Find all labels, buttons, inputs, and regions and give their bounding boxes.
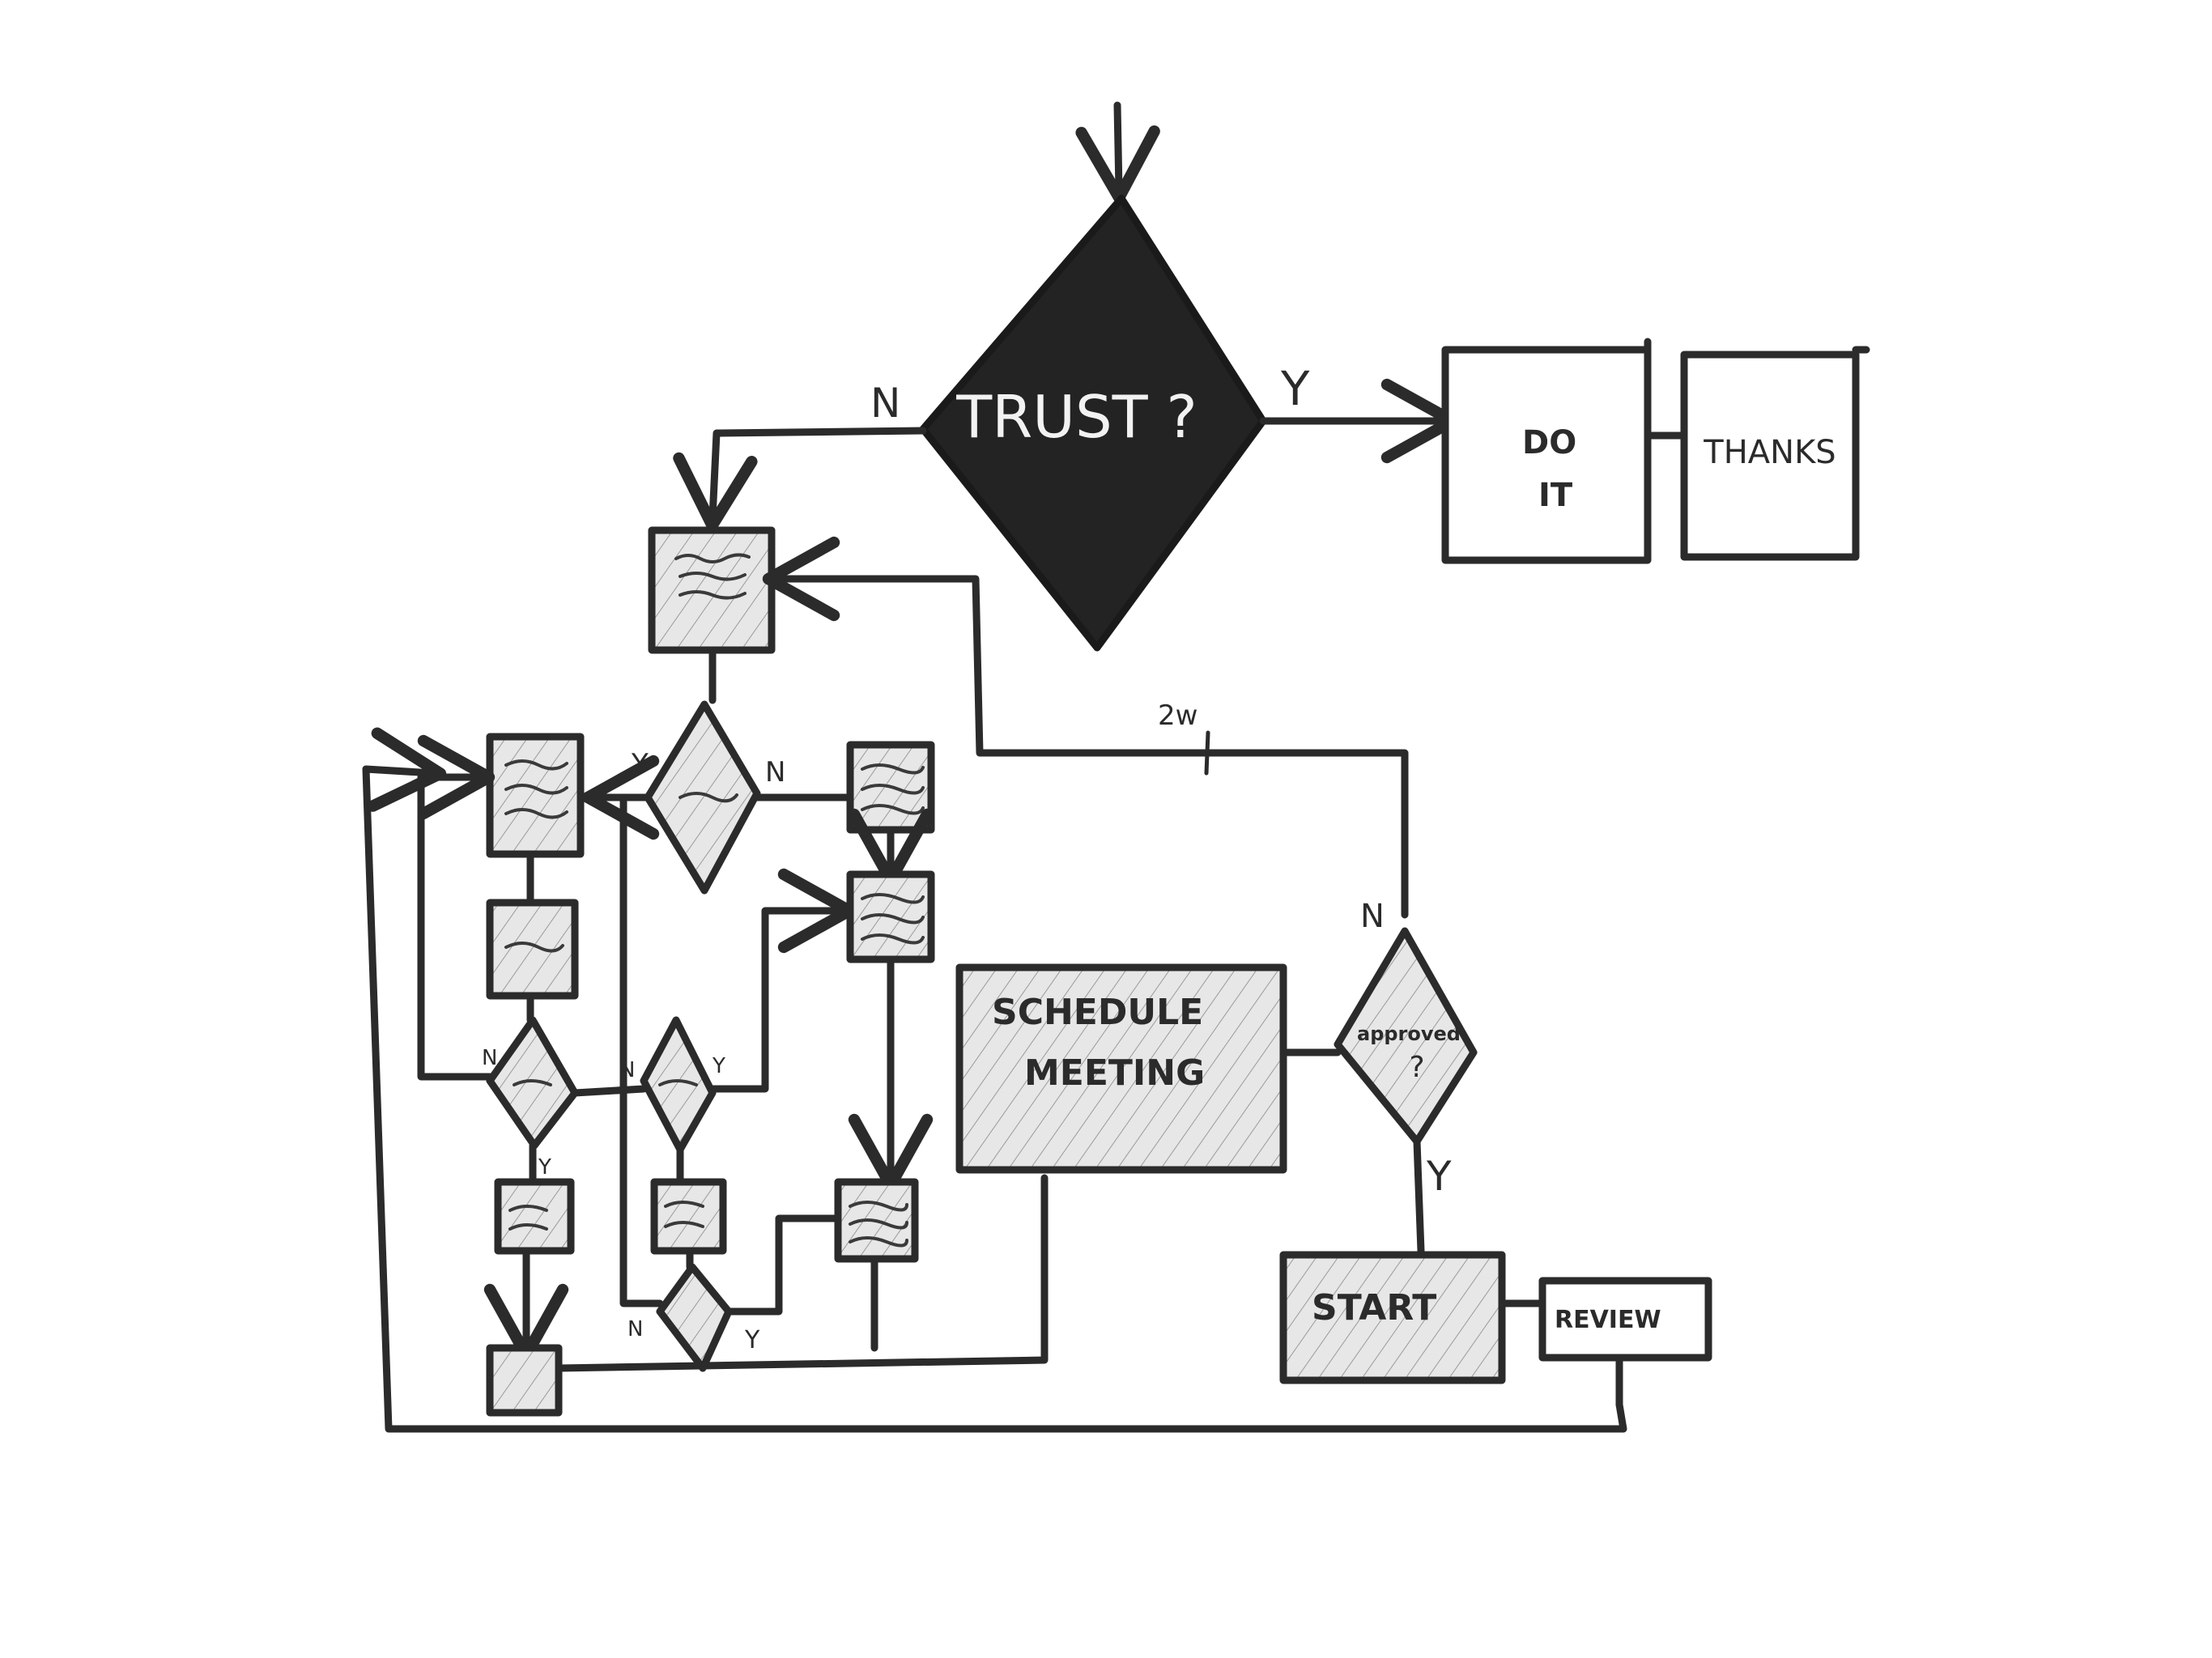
- schedule-line2: MEETING: [1024, 1052, 1205, 1094]
- box-review: REVIEW: [1538, 1277, 1712, 1362]
- decision-4: N Y: [627, 1263, 760, 1372]
- trust-no-label: N: [870, 380, 900, 427]
- approved-yes-label: Y: [1426, 1153, 1452, 1200]
- do-it-line1: DO: [1522, 424, 1576, 461]
- doc-box-1: [648, 526, 776, 654]
- decision-3-no-label: N: [619, 1058, 635, 1082]
- entry-arrow: [1075, 101, 1160, 204]
- connector-outer-loop: [362, 727, 1627, 1433]
- doc-box-left-c: [494, 1178, 575, 1255]
- decision-trust: TRUST ?: [919, 194, 1267, 652]
- decision-2: N Y: [482, 1016, 579, 1180]
- connector-approved-yes: [1413, 1137, 1425, 1255]
- approved-line1: approved: [1357, 1022, 1461, 1045]
- decision-1-no-label: N: [765, 756, 785, 789]
- box-do-it: DO IT: [1441, 338, 1652, 564]
- decision-approved: approved ? N Y: [1334, 898, 1478, 1200]
- doc-box-left-d: [486, 1344, 563, 1417]
- connector-bottom-merge: [555, 1174, 1049, 1372]
- connector-approved-no-loop: 2w: [762, 536, 1409, 919]
- decision-3-yes-label: Y: [712, 1054, 725, 1078]
- thanks-label: THANKS: [1703, 434, 1836, 471]
- decision-4-no-label: N: [627, 1317, 643, 1341]
- doc-box-left-a: [486, 733, 585, 858]
- approved-line2: ?: [1409, 1051, 1424, 1084]
- connector-d3-yes: [708, 868, 856, 1093]
- doc-box-right-c: [834, 1178, 919, 1263]
- schedule-line1: SCHEDULE: [992, 992, 1203, 1033]
- doc-box-right-b: [846, 870, 935, 963]
- decision-2-yes-label: Y: [538, 1155, 551, 1180]
- doc-box-right-a: [846, 741, 935, 834]
- box-thanks: THANKS: [1680, 346, 1870, 561]
- doc-box-left-b: [486, 899, 579, 1000]
- decision-3: N Y: [619, 1016, 725, 1154]
- connector-trust-no: N: [673, 380, 927, 532]
- timer-label: 2w: [1158, 699, 1197, 732]
- connector-d1-down-middle: [619, 793, 664, 1307]
- box-start: START: [1279, 1251, 1506, 1384]
- start-label: START: [1312, 1287, 1436, 1329]
- doc-box-mid: [650, 1178, 727, 1255]
- decision-2-no-label: N: [482, 1046, 497, 1070]
- review-label: REVIEW: [1555, 1306, 1661, 1334]
- do-it-line2: IT: [1538, 477, 1573, 514]
- connector-d4-yes: [725, 1214, 842, 1316]
- trust-yes-label: Y: [1280, 361, 1310, 416]
- connector-trust-yes: Y: [1259, 361, 1459, 464]
- timer-tick: [1204, 730, 1210, 776]
- decision-trust-label: TRUST ?: [955, 383, 1197, 451]
- connector-d2-no-loop: [417, 734, 496, 1081]
- approved-no-label: N: [1360, 898, 1385, 935]
- decision-4-yes-label: Y: [744, 1326, 760, 1354]
- connector-d2-d3: [571, 1085, 648, 1097]
- decision-1-yes-label: Y: [631, 748, 649, 780]
- box-schedule-meeting: SCHEDULE MEETING: [955, 963, 1287, 1174]
